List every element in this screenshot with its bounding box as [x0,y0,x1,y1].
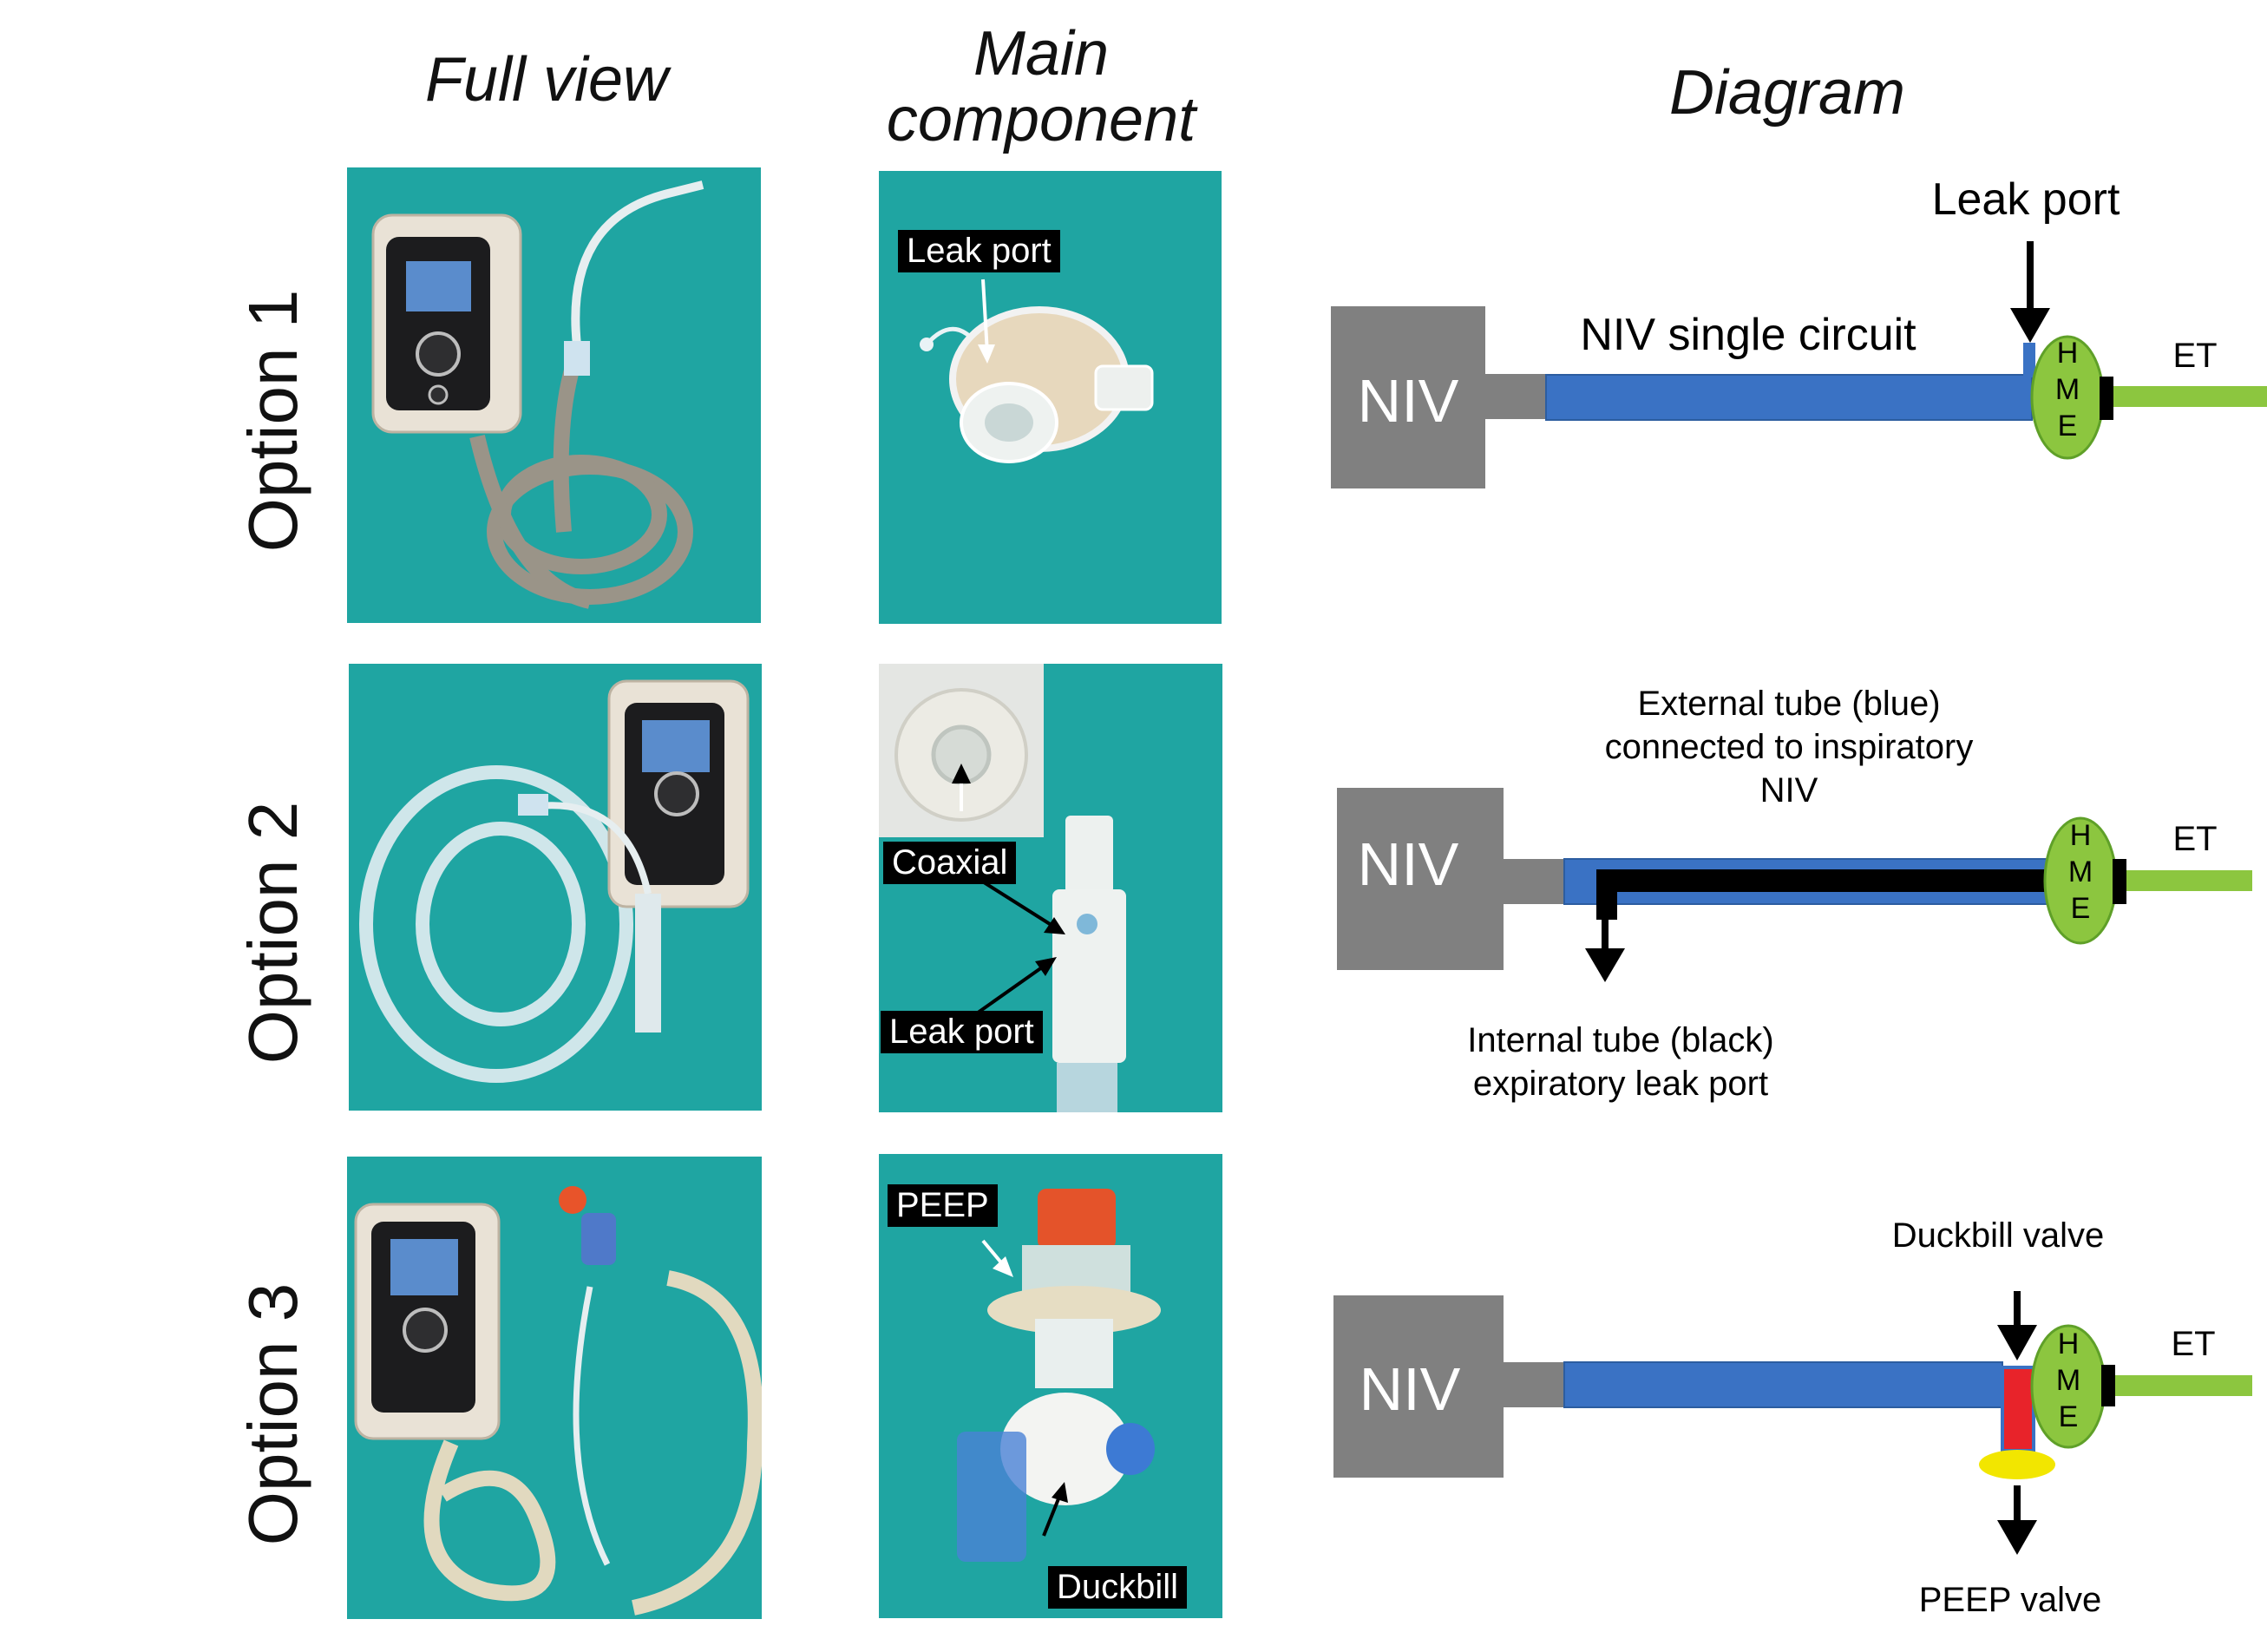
photo-option-3-main-component: PEEP Duckbill [879,1154,1222,1618]
et-label-2: ET [2172,820,2217,858]
circuit-tube-3 [1563,1361,2003,1408]
hme-e-3: E [2059,1400,2079,1433]
internal-tube-line1: Internal tube (black) [1467,1021,1774,1059]
peep-duckbill-arrows [981,1239,1068,1537]
ventilator-setup-illustration [371,180,704,609]
row-label-option-2: Option 2 [234,801,311,1065]
et-label-3: ET [2171,1325,2215,1363]
niv-label-1: NIV [1358,367,1459,435]
hme-filter-illustration [920,306,1154,463]
niv-box-3 [1333,1295,1504,1478]
photo-option-1-full-view [347,167,761,623]
peep-valve [1979,1450,2055,1479]
hme-h-1: H [2057,337,2079,370]
duckbill-valve-label: Duckbill valve [1892,1216,2105,1255]
photo-option-3-full-view [347,1157,762,1619]
et-tube-1 [2113,386,2267,407]
hme-m-3: M [2056,1364,2080,1397]
niv-box-2 [1337,788,1504,970]
peep-duckbill-illustration [957,1189,1161,1562]
external-tube-line2: connected to inspiratory [1605,728,1974,766]
expiratory-arrow [1585,948,1625,982]
internal-tube-line2: expiratory leak port [1473,1065,1768,1103]
header-main-line1: Main [973,19,1110,88]
photo-label-leak-port-2: Leak port [881,1011,1043,1053]
hme-m-2: M [2068,856,2093,888]
niv-box-1 [1331,306,1485,488]
ventilator-setup-illustration-2 [359,679,750,1083]
ventilator-setup-illustration-3 [354,1186,762,1616]
label-leak-port: Leak port [1932,174,2120,225]
circuit-tube-1 [1545,374,2033,421]
header-main-line2: component [886,84,1196,154]
row-label-option-3: Option 3 [234,1282,311,1546]
niv-label-2: NIV [1358,830,1459,898]
external-tube-line3: NIV [1760,771,1818,810]
diagram-option-3: Duckbill valve NIV PEEP valve H M E ET [1333,1216,2252,1619]
external-tube-line1: External tube (blue) [1637,685,1940,723]
peep-valve-label: PEEP valve [1919,1581,2102,1619]
photo-label-leak-port-1: Leak port [898,230,1060,272]
photo-label-peep: PEEP [888,1184,998,1227]
duckbill-arrow [1997,1325,2037,1360]
leak-port-arrow [2010,308,2050,343]
photo-label-duckbill: Duckbill [1048,1566,1188,1609]
photo-option-1-main-component: Leak port [879,171,1222,624]
photo-option-2-full-view [349,664,762,1111]
niv-label-3: NIV [1360,1355,1461,1423]
row-label-option-1: Option 1 [234,289,311,553]
header-diagram: Diagram [1668,58,1906,128]
internal-tube [1596,869,2085,892]
diagram-option-1: Leak port NIV NIV single circuit H M E E… [1331,174,2267,488]
photo-option-2-main-component: Coaxial Leak port [879,664,1222,1112]
hme-h-2: H [2070,819,2092,852]
duckbill-valve [2001,1366,2035,1452]
header-main-component: Main component [859,19,1223,154]
photo-label-coaxial: Coaxial [883,842,1017,884]
peep-arrow [1997,1520,2037,1555]
hme-h-3: H [2058,1328,2080,1360]
et-tube-2 [2126,870,2252,891]
header-full-view: Full view [424,45,669,115]
hme-m-1: M [2055,373,2080,406]
hme-e-2: E [2071,892,2091,925]
diagram-option-2: External tube (blue) connected to inspir… [1337,685,2252,1103]
hme-e-1: E [2058,410,2078,442]
et-label-1: ET [2172,337,2217,375]
leak-port-arrow-1 [978,279,995,364]
et-tube-3 [2115,1375,2252,1396]
circuit-label: NIV single circuit [1580,310,1916,360]
coaxial-arrows [952,764,1065,1017]
